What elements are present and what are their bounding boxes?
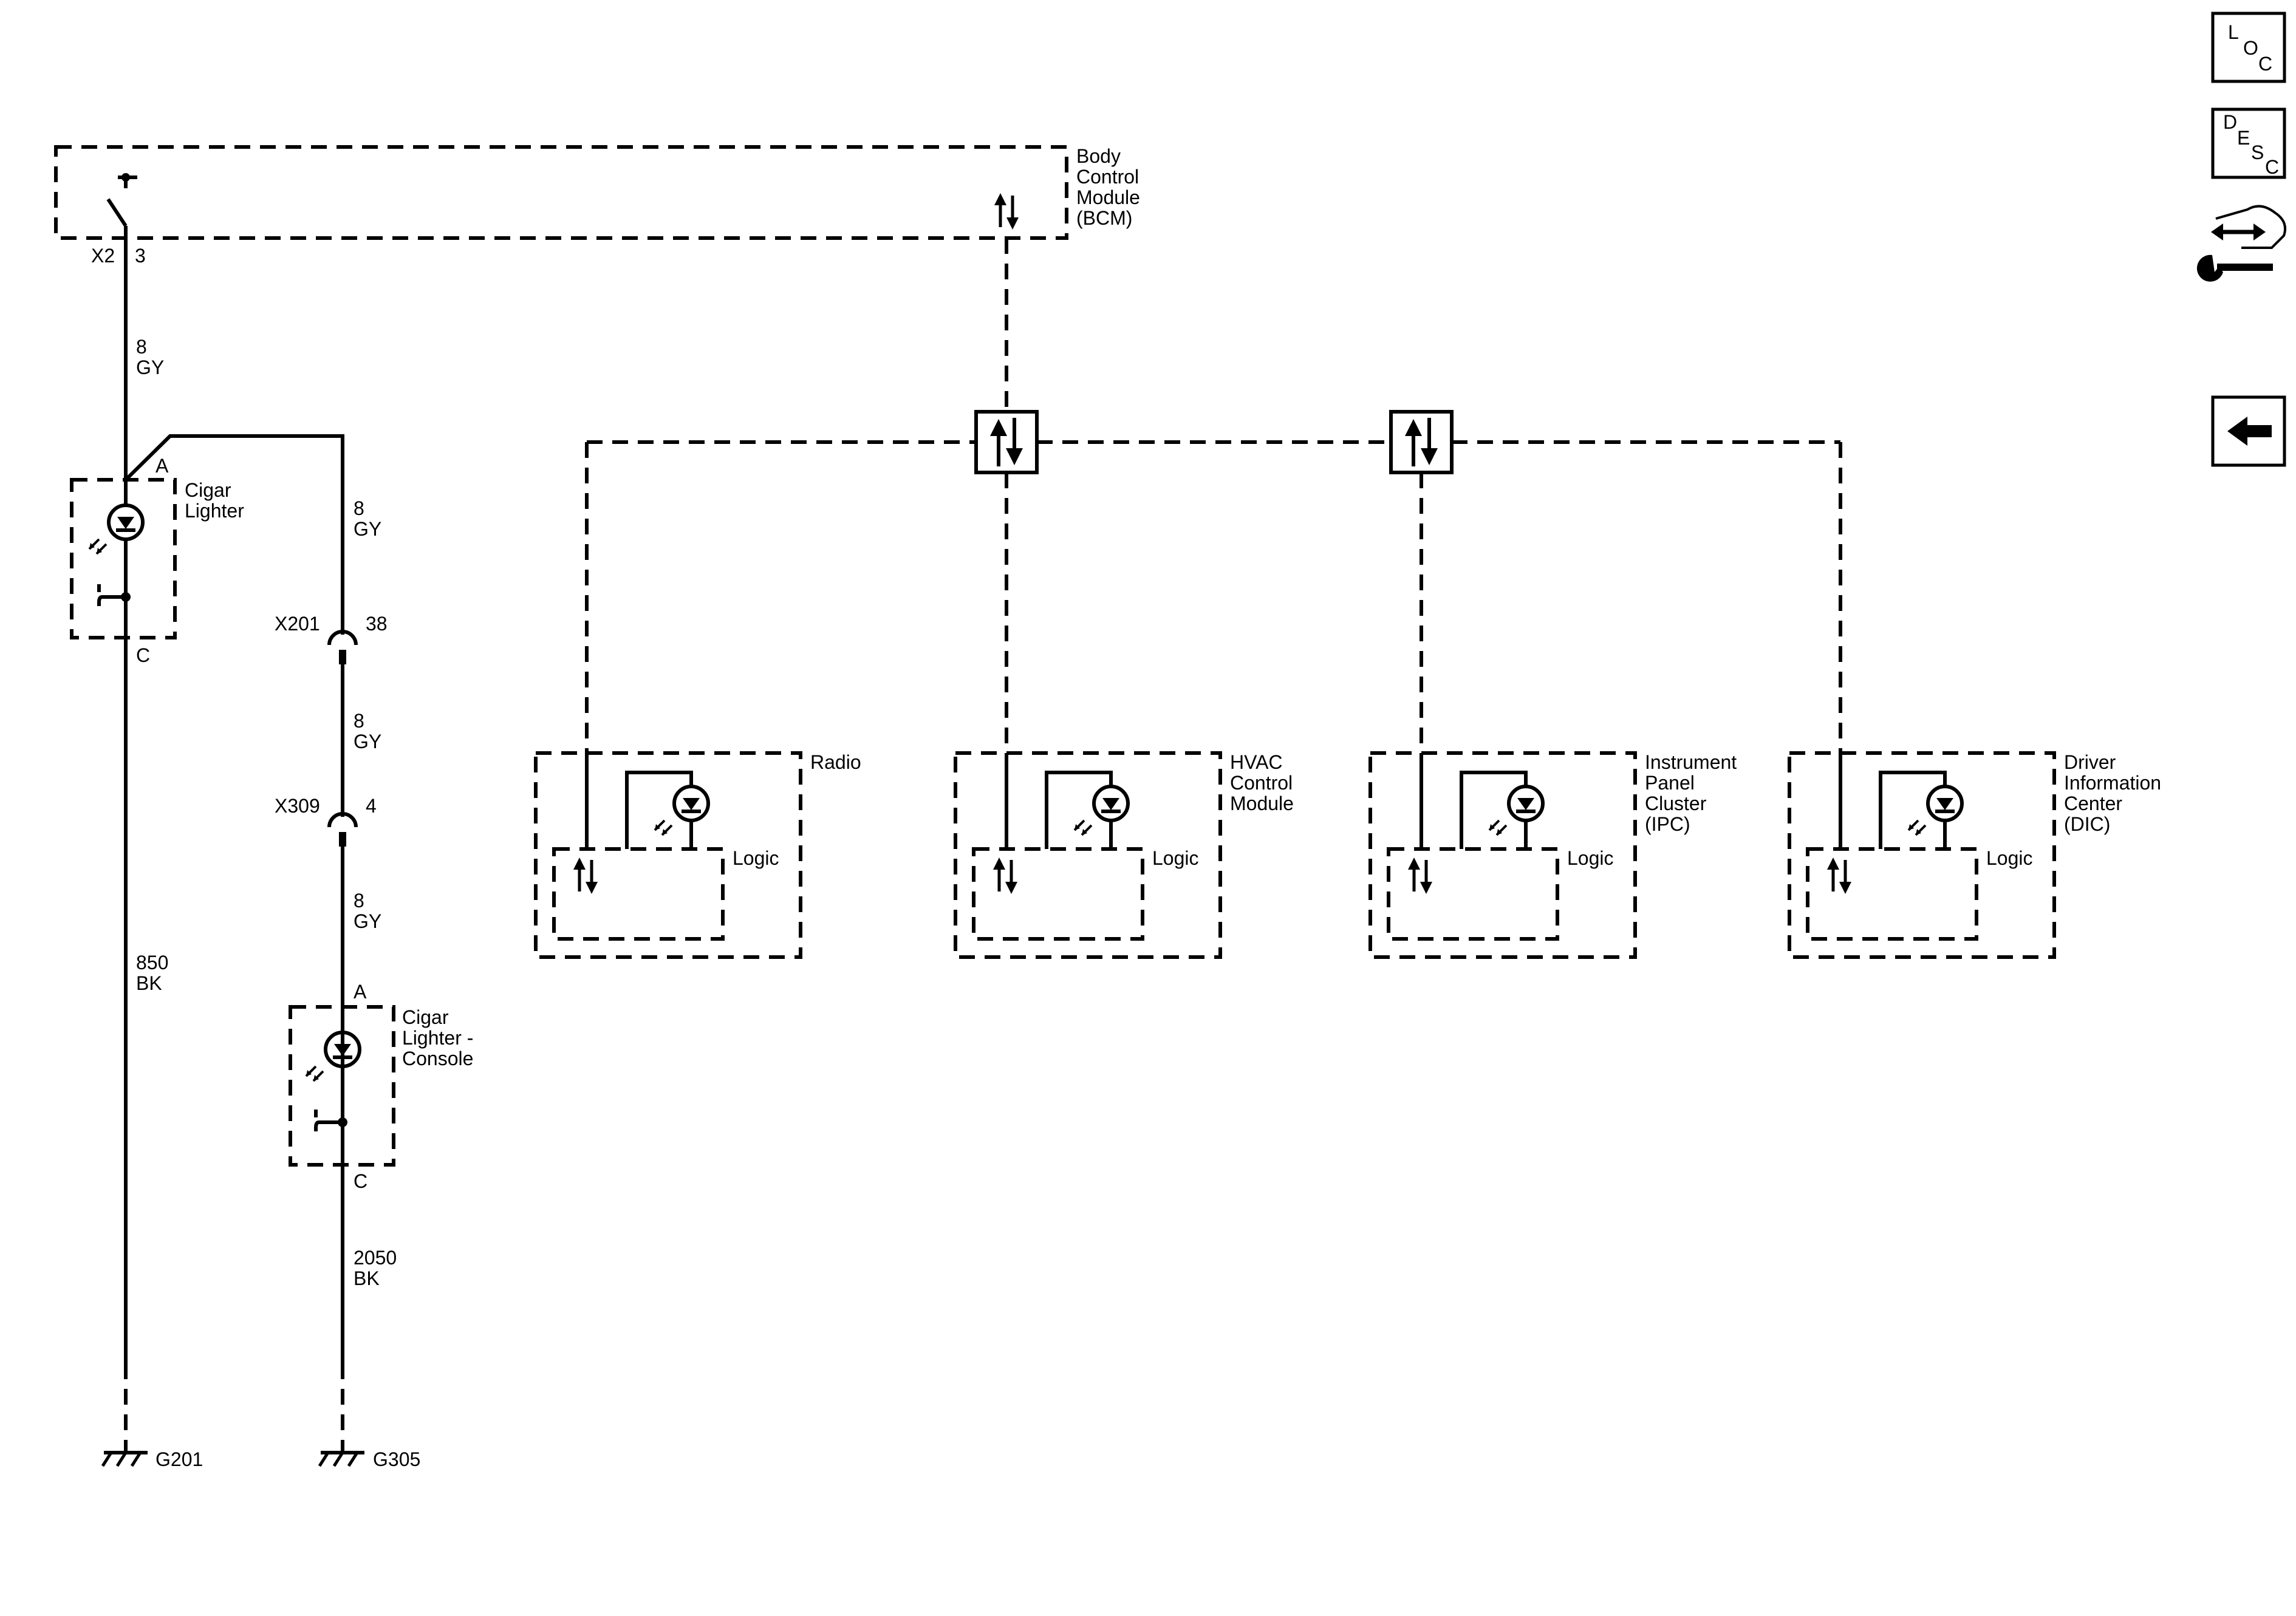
ipc-logic-label: Logic <box>1567 847 1614 869</box>
wire-color-label: BK <box>354 1267 380 1289</box>
dic-logic-label: Logic <box>1986 847 2033 869</box>
bcm-label-line3: Module <box>1076 186 1140 208</box>
loc-letter-l: L <box>2228 21 2239 43</box>
data-splice-arrows-icon <box>976 412 1037 472</box>
loc-button[interactable]: L O C <box>2211 12 2286 83</box>
radio-module <box>534 751 802 959</box>
ipc-label-line4: (IPC) <box>1645 813 1690 835</box>
dic-module <box>1788 751 2056 959</box>
cigar-lighter-console-label-line2: Lighter - <box>402 1027 473 1049</box>
hvac-label-line1: HVAC <box>1230 751 1283 773</box>
wire-color-label: GY <box>354 731 381 752</box>
bcm-connector-label: X2 <box>91 245 115 267</box>
dic-label-line3: Center <box>2064 793 2122 814</box>
hvac-label-line3: Module <box>1230 793 1294 814</box>
cigar-lighter-box <box>70 478 177 639</box>
wire-size-label: 8 <box>354 890 364 912</box>
cigar-lighter-pin-c: C <box>136 644 150 666</box>
cigar-lighter-console-pin-a: A <box>354 981 367 1003</box>
lamp-icon <box>306 1032 360 1081</box>
back-arrow-icon <box>2227 417 2272 446</box>
wire-size-label: 2050 <box>354 1247 397 1269</box>
cigar-lighter-console-label-line1: Cigar <box>402 1006 449 1028</box>
dic-label-line4: (DIC) <box>2064 813 2110 835</box>
lamp-icon <box>1908 786 1962 835</box>
data-arrows-icon <box>993 857 1017 894</box>
desc-letter-c: C <box>2265 156 2279 178</box>
bcm-data-arrows-icon <box>994 193 1019 230</box>
wire-size-label: 8 <box>136 336 147 358</box>
desc-letter-e: E <box>2237 127 2250 149</box>
ipc-module <box>1368 751 1637 959</box>
bcm-switch-icon <box>106 173 137 238</box>
radio-logic-label: Logic <box>733 847 779 869</box>
wire-size-label: 8 <box>354 497 364 519</box>
data-splice-arrows-icon <box>1391 412 1452 472</box>
data-arrows-icon <box>573 857 598 894</box>
cigar-lighter-label-line1: Cigar <box>185 479 231 501</box>
lamp-icon <box>655 786 708 835</box>
data-arrows-icon <box>1408 857 1432 894</box>
connector-x201-pin: 38 <box>366 613 388 635</box>
connector-x309-pin: 4 <box>366 795 377 817</box>
hvac-module <box>954 751 1222 959</box>
wire-color-label: GY <box>354 518 381 540</box>
wire-size-label: 8 <box>354 710 364 732</box>
ground-icon <box>103 1453 148 1466</box>
bcm-box <box>54 145 1068 240</box>
dic-label-line1: Driver <box>2064 751 2116 773</box>
back-button[interactable] <box>2211 395 2286 467</box>
wire-color-label: GY <box>354 910 381 932</box>
wire-branch-to-console <box>124 434 344 635</box>
lamp-icon <box>1075 786 1128 835</box>
cigar-lighter-console-pin-c: C <box>354 1170 367 1192</box>
desc-letter-s: S <box>2251 141 2264 163</box>
loc-letter-c: C <box>2258 53 2272 75</box>
bcm-label-line1: Body <box>1076 145 1121 167</box>
ground-g201-label: G201 <box>155 1448 203 1470</box>
connector-x309-label: X309 <box>275 795 320 817</box>
connector-wrench-icon[interactable] <box>2196 205 2287 282</box>
bcm-pin-label: 3 <box>135 245 146 267</box>
ground-icon <box>319 1453 364 1466</box>
ipc-label-line1: Instrument <box>1645 751 1737 773</box>
bcm-label-line2: Control <box>1076 166 1139 188</box>
hvac-label-line2: Control <box>1230 772 1293 794</box>
data-arrows-icon <box>1827 857 1851 894</box>
ipc-label-line3: Cluster <box>1645 793 1707 814</box>
cigar-lighter-label-line2: Lighter <box>185 500 244 522</box>
connector-x201-label: X201 <box>275 613 320 635</box>
wire-color-label: BK <box>136 972 162 994</box>
lamp-icon <box>89 505 143 554</box>
connector-x201-icon <box>327 630 358 646</box>
connector-x309-icon <box>327 812 358 828</box>
ipc-label-line2: Panel <box>1645 772 1695 794</box>
desc-letter-d: D <box>2223 111 2237 133</box>
heater-element-icon <box>97 584 131 606</box>
cigar-lighter-console-label-line3: Console <box>402 1048 473 1069</box>
hvac-logic-label: Logic <box>1152 847 1199 869</box>
ground-g305-label: G305 <box>373 1448 420 1470</box>
wire-size-label: 850 <box>136 952 168 973</box>
radio-label: Radio <box>810 751 861 773</box>
bcm-label-line4: (BCM) <box>1076 207 1132 229</box>
loc-letter-o: O <box>2243 37 2258 59</box>
dic-label-line2: Information <box>2064 772 2161 794</box>
lamp-icon <box>1489 786 1543 835</box>
cigar-lighter-pin-a: A <box>155 455 169 477</box>
desc-button[interactable]: D E S C <box>2211 107 2286 179</box>
wire-color-label: GY <box>136 356 164 378</box>
